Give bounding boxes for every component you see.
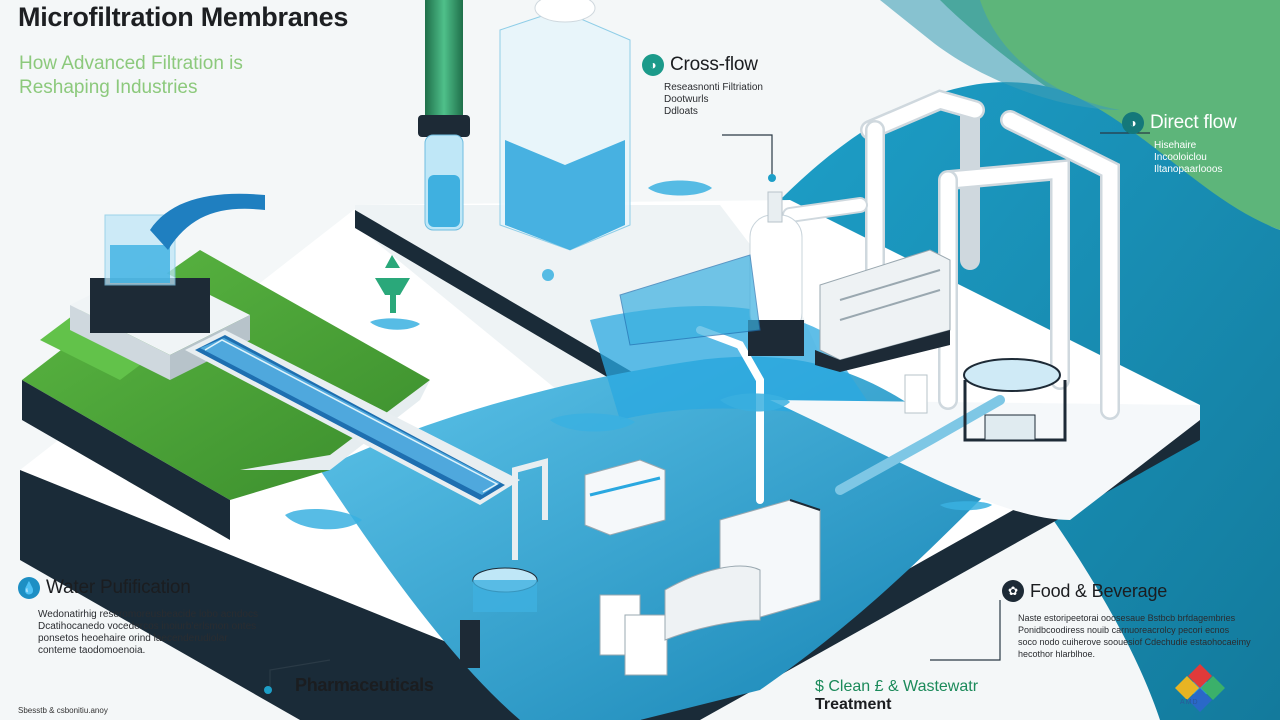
- leader-dot: [768, 174, 776, 182]
- page-title: Microfiltration Membranes: [18, 2, 349, 32]
- leader-lines: [269, 132, 1150, 690]
- green-funnel: [375, 255, 410, 313]
- callout-pharmaceuticals: Pharmaceuticals: [295, 675, 434, 695]
- callout-cross-flow: ◑ Cross-flow Reseasnonti Filtriation Doo…: [642, 54, 763, 118]
- leader-dot: [264, 686, 272, 694]
- callout-description: Reseasnonti Filtriation Dootwurls Ddloat…: [664, 82, 763, 117]
- callout-label-second-line: Treatment: [815, 696, 892, 713]
- membrane-module-skid: [815, 249, 951, 372]
- cartridge-filter: [619, 191, 804, 356]
- callout-header: ✿ Food & Beverage: [1002, 580, 1251, 602]
- cross-flow-tank: [418, 0, 631, 251]
- callout-clean-wastewater: $ Clean £ & Wastewatr Treatment: [815, 678, 978, 714]
- callout-description: Naste estoripeetorai ooosesaue Bstbcb br…: [1018, 613, 1251, 659]
- pipe-network: [696, 89, 1120, 504]
- callout-label: Direct flow: [1150, 112, 1237, 133]
- callout-description: Hisehaire Incooloiclou Iltanopaarlooos: [1154, 140, 1223, 175]
- callout-description: Wedonatirhig reseromoreusbeacide lobo ac…: [38, 609, 258, 656]
- membrane-channel: [185, 330, 520, 505]
- callout-label: $ Clean £ & Wastewatr: [815, 678, 979, 695]
- callout-label: Water Pufification: [46, 577, 191, 598]
- sieve-tank: [904, 358, 1067, 442]
- callout-food-beverage: ✿ Food & Beverage Naste estoripeetorai o…: [1002, 580, 1251, 660]
- callout-header: ◑ Direct flow: [1122, 112, 1237, 134]
- page-subtitle: How Advanced Filtration is Reshaping Ind…: [19, 53, 243, 98]
- filter-unit-left: [70, 193, 265, 380]
- water-drop-icon: 💧: [18, 577, 40, 599]
- process-equipment: [460, 458, 821, 676]
- filter-icon: ◑: [642, 54, 664, 76]
- callout-label: Food & Beverage: [1030, 580, 1168, 601]
- callout-label: Cross-flow: [670, 54, 758, 75]
- callout-header: ◑ Cross-flow: [642, 54, 763, 76]
- logo-text: AMD: [1180, 699, 1199, 706]
- callout-water-purification: 💧 Water Pufification Wedonatirhig resero…: [18, 577, 258, 657]
- leaf-icon: ✿: [1002, 580, 1024, 602]
- logo-mark: [1175, 664, 1225, 712]
- callout-direct-flow: ◑ Direct flow Hisehaire Incooloiclou Ilt…: [1122, 112, 1237, 176]
- footnote: Sbesstb & csbonitiu.anoy: [18, 706, 108, 715]
- callout-header: 💧 Water Pufification: [18, 577, 258, 599]
- filter-icon: ◑: [1122, 112, 1144, 134]
